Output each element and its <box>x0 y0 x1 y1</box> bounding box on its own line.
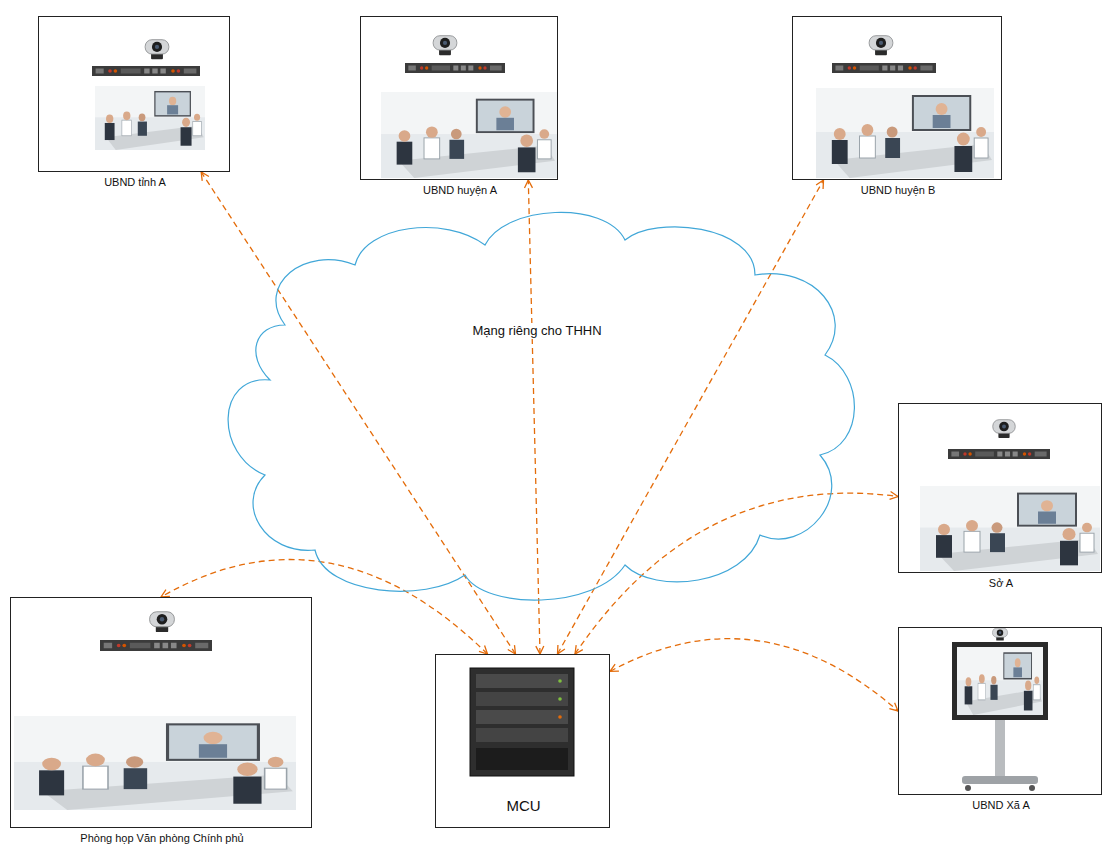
codec-unit <box>92 66 200 76</box>
dashed-link <box>161 560 488 654</box>
camera-icon <box>150 612 175 632</box>
telepresence-cart <box>952 628 1048 791</box>
chassis-body <box>470 668 574 776</box>
chassis-slot <box>476 728 568 742</box>
meeting-photo <box>381 92 557 178</box>
cloud-shape <box>228 212 854 600</box>
screen-frame <box>952 642 1048 720</box>
site-box: Phòng họp Văn phòng Chính phủ <box>10 597 312 828</box>
wheel <box>1029 785 1035 791</box>
camera-icon <box>145 40 169 59</box>
meeting-photo <box>920 486 1100 571</box>
stand-pole <box>995 720 1005 776</box>
codec-unit <box>948 449 1050 459</box>
mcu-chassis <box>470 668 574 776</box>
status-led <box>558 697 562 701</box>
dashed-link <box>575 493 898 654</box>
chassis-slot <box>476 674 568 688</box>
meeting-photo <box>95 86 205 150</box>
wheel <box>965 785 971 791</box>
dashed-link <box>201 172 515 654</box>
site-box: UBND huyện A <box>360 16 558 180</box>
mcu-box: MCU <box>435 654 610 828</box>
meeting-photo <box>816 88 994 178</box>
site-caption: UBND tỉnh A <box>104 176 166 189</box>
room-equipment <box>14 36 1100 810</box>
status-led <box>558 679 562 683</box>
camera-icon <box>993 420 1015 438</box>
camera-icon <box>433 36 457 55</box>
dashed-link <box>528 180 540 654</box>
site-caption: UBND huyện A <box>423 184 497 197</box>
network-cloud: Mạng riêng cho THHN <box>215 205 860 612</box>
chassis-fan <box>476 748 568 770</box>
codec-unit <box>100 640 212 651</box>
camera-icon <box>992 628 1007 640</box>
site-box: UBND Xã A <box>898 627 1102 795</box>
site-caption: UBND huyện B <box>861 184 936 197</box>
chassis-slot <box>476 710 568 724</box>
mcu-label: MCU <box>506 797 540 815</box>
codec-unit <box>405 63 505 73</box>
site-box: Sở A <box>898 403 1102 573</box>
codec-unit <box>832 63 936 73</box>
camera-icon <box>869 36 893 55</box>
site-box: UBND tỉnh A <box>38 16 230 172</box>
dashed-link <box>610 639 898 711</box>
site-caption: UBND Xã A <box>972 799 1029 812</box>
chassis-slot <box>476 692 568 706</box>
network-label: Mạng riêng cho THHN <box>469 323 604 339</box>
stand-base <box>962 776 1038 784</box>
meeting-photo <box>957 647 1043 715</box>
cloud-outline <box>215 205 860 612</box>
dashed-link <box>558 180 824 654</box>
site-caption: Sở A <box>989 577 1013 590</box>
site-box: UBND huyện B <box>792 16 1002 180</box>
status-led <box>558 715 562 719</box>
site-caption: Phòng họp Văn phòng Chính phủ <box>80 832 243 845</box>
meeting-photo <box>14 716 296 810</box>
